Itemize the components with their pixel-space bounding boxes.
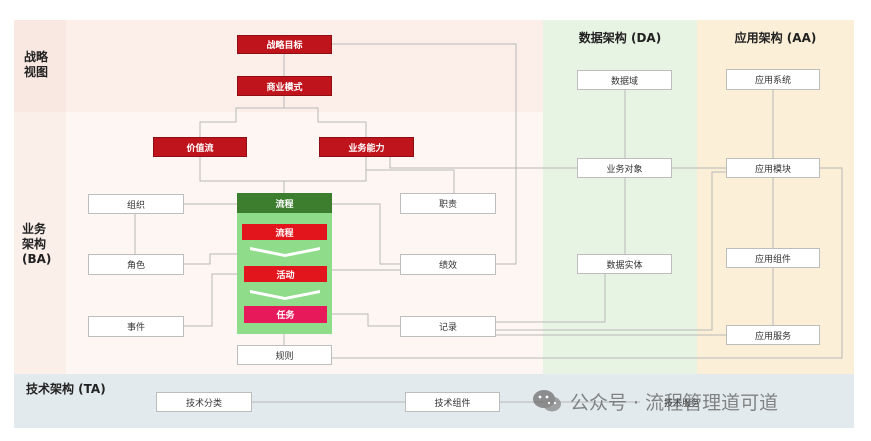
app-system-box[interactable]: 应用系统 [726,69,820,90]
duty-box[interactable]: 职责 [400,193,496,214]
app-module-box[interactable]: 应用模块 [726,158,820,178]
wechat-icon [533,390,561,412]
org-box[interactable]: 组织 [88,194,184,214]
task-box[interactable]: 任务 [244,306,327,323]
performance-box[interactable]: 绩效 [400,254,496,275]
business-arch-label: 业务 架构 (BA) [22,222,52,266]
tech-component-box[interactable]: 技术组件 [405,392,500,412]
role-box[interactable]: 角色 [88,254,184,275]
strategy-goal-box[interactable]: 战略目标 [237,35,332,54]
app-service-box[interactable]: 应用服务 [726,325,820,345]
app-arch-title: 应用架构 (AA) [734,31,817,45]
tech-category-box[interactable]: 技术分类 [156,392,252,412]
strategy-view-label: 战略 视图 [24,50,49,79]
value-stream-box[interactable]: 价值流 [153,137,247,157]
business-object-box[interactable]: 业务对象 [577,158,672,178]
rule-box[interactable]: 规则 [237,345,332,365]
tech-service-box[interactable]: 技术服务 [663,398,700,409]
data-entity-box[interactable]: 数据实体 [577,254,672,274]
app-component-box[interactable]: 应用组件 [726,248,820,268]
chevron-down-icon [250,247,320,257]
business-capability-box[interactable]: 业务能力 [319,137,414,157]
process-inner-box[interactable]: 流程 [242,224,327,240]
chevron-down-icon [250,290,320,300]
event-box[interactable]: 事件 [88,316,184,337]
watermark-text: 公众号 · 流程管理道可道 [570,391,779,414]
activity-box[interactable]: 活动 [244,266,327,282]
data-domain-box[interactable]: 数据域 [577,70,672,90]
business-region-label-bg [14,112,66,374]
data-arch-title: 数据架构 (DA) [578,31,662,45]
strategy-region-label-bg [14,20,66,112]
tech-arch-label: 技术架构 (TA) [26,382,106,396]
process-header[interactable]: 流程 [237,193,332,213]
record-box[interactable]: 记录 [400,316,496,337]
business-model-box[interactable]: 商业模式 [237,76,332,96]
watermark: 公众号 · 流程管理道可道 [532,385,832,417]
